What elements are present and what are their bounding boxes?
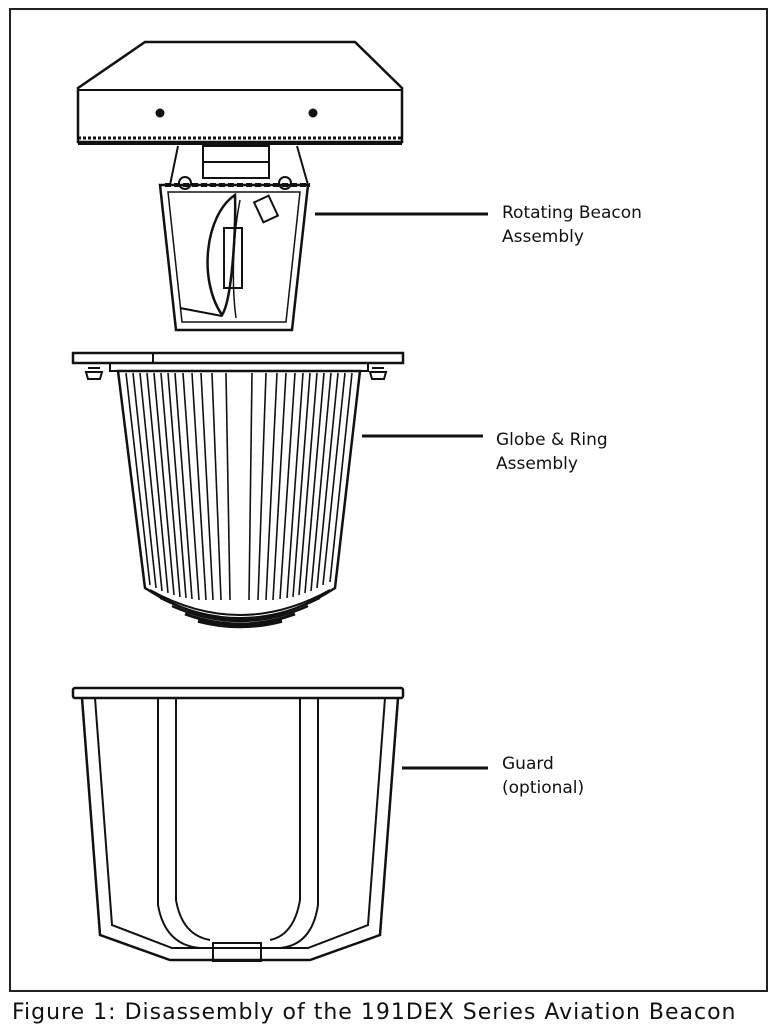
thumbscrew-right <box>368 367 388 380</box>
cap-rivet-right <box>308 108 318 118</box>
beacon-neck <box>169 145 309 186</box>
label-beacon-line1: Rotating Beacon <box>502 203 642 223</box>
guard-frame <box>80 697 400 962</box>
label-guard-line2: (optional) <box>502 778 585 798</box>
cap-rivet-left <box>155 108 165 118</box>
label-guard-line1: Guard <box>502 754 554 774</box>
globe-ring <box>71 351 405 365</box>
globe-fluting <box>125 372 353 601</box>
beacon-lampholder <box>252 194 280 224</box>
thumbscrew-left <box>84 367 104 380</box>
rotating-beacon-assembly <box>76 40 404 332</box>
beacon-reflector <box>206 192 237 318</box>
label-beacon-line2: Assembly <box>502 227 584 247</box>
guard-assembly <box>71 686 405 962</box>
beacon-cap <box>76 40 404 144</box>
label-globe-line2: Assembly <box>496 454 578 474</box>
label-globe-ring-assembly: Globe & Ring Assembly <box>496 428 608 476</box>
figure-frame <box>9 8 768 992</box>
label-guard: Guard (optional) <box>502 752 584 800</box>
guard-rim <box>71 686 405 700</box>
globe-ring-assembly <box>71 351 405 629</box>
label-rotating-beacon-assembly: Rotating Beacon Assembly <box>502 201 642 249</box>
label-globe-line1: Globe & Ring <box>496 430 608 450</box>
figure-caption: Figure 1: Disassembly of the 191DEX Seri… <box>12 1000 737 1025</box>
